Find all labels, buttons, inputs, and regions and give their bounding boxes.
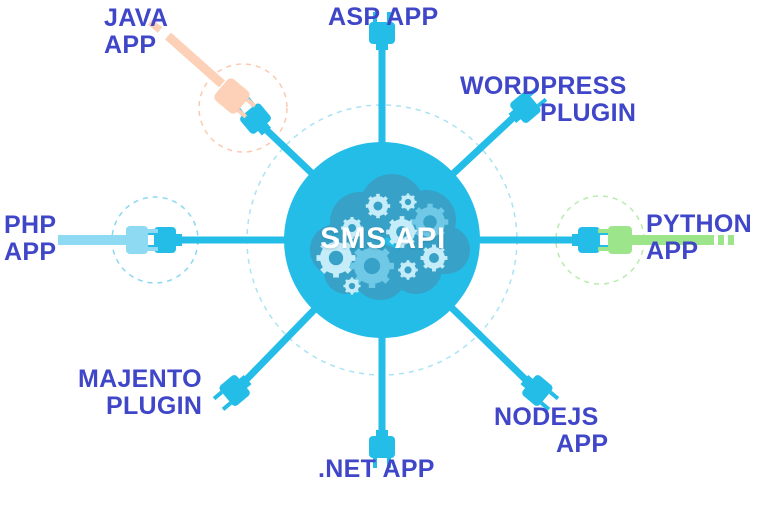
label-asp-line1: ASP APP: [328, 3, 439, 31]
label-wordpress-plugin: WORDPRESS PLUGIN: [460, 73, 636, 127]
cloud-gears-icon: [310, 174, 470, 300]
label-majento-line1: MAJENTO: [78, 365, 202, 393]
label-net-app: .NET APP: [318, 456, 435, 483]
plugs: [58, 12, 734, 468]
label-php-line2: APP: [4, 238, 57, 266]
label-nodejs-app: NODEJS APP: [494, 404, 608, 458]
label-wordpress-line2: PLUGIN: [540, 99, 637, 127]
net-plug-icon: [369, 430, 395, 468]
majento-plug-icon: [212, 374, 252, 411]
label-python-app: PYTHON APP: [646, 211, 752, 265]
python-external-plug: [598, 226, 734, 254]
label-net-line1: .NET APP: [318, 455, 435, 483]
label-java-app: JAVA APP: [104, 5, 168, 59]
label-python-line1: PYTHON: [646, 210, 752, 238]
label-java-line1: JAVA: [104, 4, 169, 32]
hub-title: SMS API: [320, 222, 446, 255]
wordpress-plug-icon: [508, 87, 548, 124]
java-external-plug: [147, 19, 257, 119]
nodejs-plug-icon: [520, 374, 560, 411]
label-majento-line2: PLUGIN: [106, 392, 203, 420]
label-java-line2: APP: [104, 31, 157, 59]
label-python-line2: APP: [646, 237, 699, 265]
php-external-plug: [58, 226, 158, 254]
label-php-line1: PHP: [4, 211, 57, 239]
label-nodejs-line2: APP: [556, 430, 609, 458]
label-majento-plugin: MAJENTO PLUGIN: [78, 366, 202, 420]
label-nodejs-line1: NODEJS: [494, 403, 599, 431]
asp-plug-icon: [369, 12, 395, 50]
label-asp-app: ASP APP: [328, 4, 438, 31]
label-wordpress-line1: WORDPRESS: [460, 72, 627, 100]
java-dashed-ring: [198, 63, 288, 153]
label-php-app: PHP APP: [4, 212, 56, 266]
